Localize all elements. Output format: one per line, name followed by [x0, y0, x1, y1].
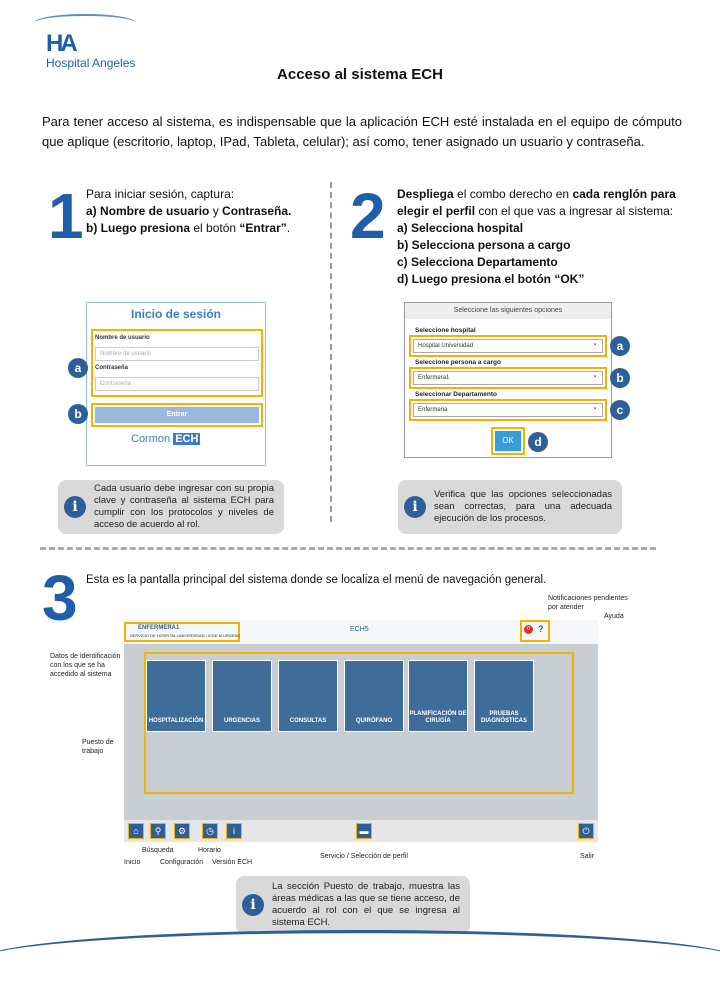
step-3-text: Esta es la pantalla principal del sistem…	[86, 574, 547, 586]
info-icon[interactable]: i	[226, 823, 242, 839]
label-search: Búsqueda	[142, 847, 174, 854]
page-title: Acceso al sistema ECH	[277, 66, 443, 83]
step-1-text: Para iniciar sesión, captura: a) Nombre …	[86, 187, 292, 235]
step-2-number: 2	[350, 180, 386, 252]
department-label: Seleccionar Departamento	[415, 391, 498, 398]
badge-a-2: a	[610, 336, 630, 356]
label-schedule: Horario	[198, 847, 221, 854]
hospital-label: Seleccione hospital	[415, 327, 476, 334]
username-input[interactable]: Nombre de usuario	[95, 347, 259, 361]
profile-icon[interactable]: ▬	[356, 823, 372, 839]
hospital-select[interactable]: Hospital Universidad	[413, 338, 603, 353]
password-input[interactable]: Contraseña	[95, 377, 259, 391]
tile-hospitalizacion[interactable]: HOSPITALIZACIÓN	[146, 660, 206, 732]
user-name: ENFERMERA1	[138, 625, 180, 631]
info-icon: i	[64, 496, 86, 518]
label-notifications: Notificaciones pendientes por atender	[548, 595, 628, 611]
department-select[interactable]: Enfermeria	[413, 402, 603, 417]
highlight-credentials	[91, 329, 263, 397]
highlight-department	[409, 399, 607, 421]
label-identification: Datos de identificación con los que se h…	[50, 653, 121, 678]
step-3-number: 3	[42, 562, 78, 634]
dialog-header: Seleccione las siguientes opciones	[405, 303, 611, 319]
gear-icon[interactable]: ⚙	[174, 823, 190, 839]
highlight-workstation	[144, 652, 574, 794]
logo-arc	[34, 14, 136, 32]
logo-text: Hospital Angeles	[46, 56, 136, 70]
profile-dialog: Seleccione las siguientes opciones Selec…	[404, 302, 612, 458]
tile-consultas[interactable]: CONSULTAS	[278, 660, 338, 732]
note-step-2: i Verifica que las opciones seleccionada…	[398, 480, 622, 534]
info-icon: i	[242, 894, 264, 916]
badge-c: c	[610, 400, 630, 420]
app-title: ECH5	[350, 626, 369, 633]
badge-b: b	[68, 404, 88, 424]
user-label: Nombre de usuario	[95, 335, 150, 341]
help-icon[interactable]: ?	[538, 624, 544, 634]
label-home: Inicio	[124, 859, 141, 866]
login-title: Inicio de sesión	[130, 307, 222, 321]
user-service: SERVICIO DE HOSPITAL UNIVERSIDAD / ICDE …	[130, 633, 240, 638]
tile-urgencias[interactable]: URGENCIAS	[212, 660, 272, 732]
badge-a: a	[68, 358, 88, 378]
password-label: Contraseña	[95, 365, 129, 371]
label-version: Versión ECH	[212, 859, 253, 866]
hospital-logo: HA	[46, 30, 78, 57]
label-exit: Salir	[580, 853, 595, 860]
horizontal-divider	[40, 547, 656, 550]
highlight-person	[409, 367, 607, 389]
highlight-identity	[124, 622, 240, 642]
clock-icon[interactable]: ◷	[202, 823, 218, 839]
tile-pruebas[interactable]: PRUEBAS DIAGNÓSTICAS	[474, 660, 534, 732]
note-step-3: i La sección Puesto de trabajo, muestra …	[236, 876, 470, 934]
highlight-ok	[491, 427, 525, 455]
cormon-logo: Cormon ECH	[131, 433, 201, 445]
label-workstation: Puesto de trabajo	[82, 739, 114, 755]
intro-paragraph: Para tener acceso al sistema, es indispe…	[42, 114, 682, 149]
label-config: Configuración	[160, 859, 204, 866]
power-icon[interactable]: ⏻	[578, 823, 594, 839]
tile-quirofano[interactable]: QUIRÓFANO	[344, 660, 404, 732]
step-1-number: 1	[48, 180, 84, 252]
footer-wave	[0, 930, 720, 990]
label-help: Ayuda	[604, 613, 624, 620]
enter-button[interactable]: Entrar	[95, 407, 259, 423]
bottom-bar: ⌂ ⚲ ⚙ ◷ i ▬ ⏻	[124, 820, 598, 842]
ok-button[interactable]: OK	[495, 431, 521, 451]
highlight-enter	[91, 403, 263, 427]
person-label: Seleccione persona a cargo	[415, 359, 501, 366]
badge-d: d	[528, 432, 548, 452]
info-icon: i	[404, 496, 426, 518]
highlight-hospital	[409, 335, 607, 357]
note-step-1: i Cada usuario debe ingresar con su prop…	[58, 480, 284, 534]
home-icon[interactable]: ⌂	[128, 823, 144, 839]
person-select[interactable]: Enfermera1	[413, 370, 603, 385]
search-icon[interactable]: ⚲	[150, 823, 166, 839]
tile-planificacion[interactable]: PLANIFICACIÓN DE CIRUGÍA	[408, 660, 468, 732]
main-screen: ENFERMERA1 SERVICIO DE HOSPITAL UNIVERSI…	[124, 620, 598, 842]
label-service: Servicio / Selección de perfil	[320, 853, 408, 860]
login-panel: Inicio de sesión Nombre de usuario Nombr…	[86, 302, 266, 466]
notification-badge[interactable]: 0	[524, 625, 533, 634]
highlight-notif-help	[520, 620, 550, 642]
vertical-divider	[330, 182, 332, 522]
top-bar: ENFERMERA1 SERVICIO DE HOSPITAL UNIVERSI…	[124, 620, 598, 644]
badge-b-2: b	[610, 368, 630, 388]
step-2-text: Despliega el combo derecho en cada rengl…	[397, 187, 676, 286]
